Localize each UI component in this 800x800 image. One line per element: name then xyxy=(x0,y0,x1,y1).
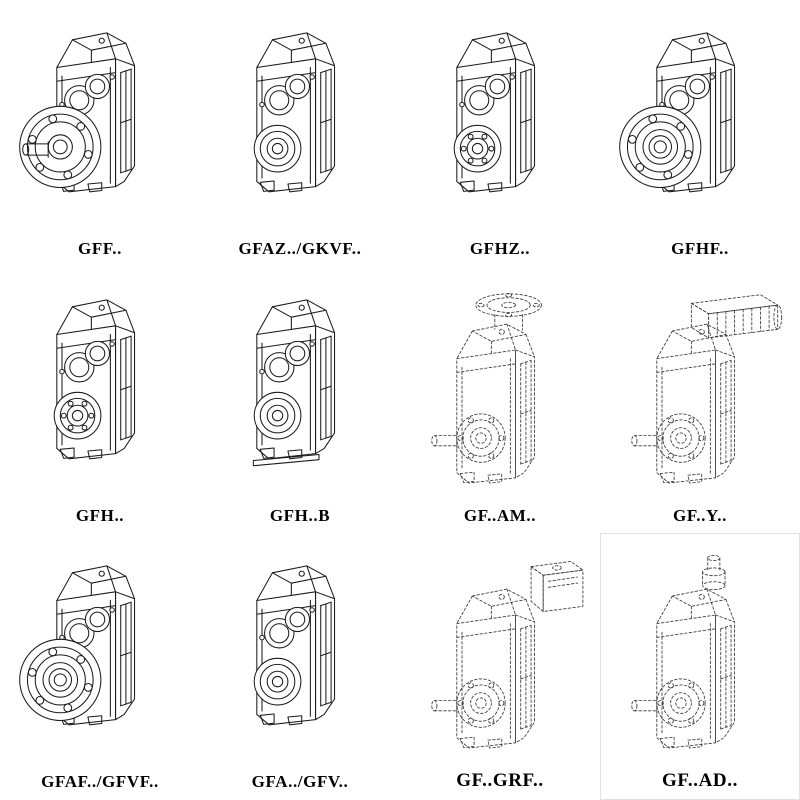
gearbox-drawing-gff xyxy=(2,4,198,238)
model-label: GF..AM.. xyxy=(463,505,537,525)
gearbox-drawing-gf-ad xyxy=(602,537,798,769)
catalog-cell-gf-am: GF..AM.. xyxy=(400,267,600,534)
catalog-cell-gfa-gfv: GFA../GFV.. xyxy=(200,533,400,800)
model-label: GFH.. xyxy=(75,505,125,525)
gearbox-drawing-gfhf xyxy=(602,4,798,238)
gearbox-drawing-gf-am xyxy=(402,271,598,505)
catalog-cell-gfhz: GFHZ.. xyxy=(400,0,600,267)
model-label: GF..AD.. xyxy=(662,770,738,792)
catalog-cell-gf-ad: GF..AD.. xyxy=(600,533,800,800)
catalog-cell-gfaf-gfvf: GFAF../GFVF.. xyxy=(0,533,200,800)
catalog-cell-gff: GFF.. xyxy=(0,0,200,267)
gearbox-drawing-gfh-b xyxy=(202,271,398,505)
catalog-cell-gfh-b: GFH..B xyxy=(200,267,400,534)
model-label: GFF.. xyxy=(78,238,122,258)
gearbox-drawing-gfaf xyxy=(2,537,198,771)
model-label: GFAF../GFVF.. xyxy=(41,772,159,792)
model-label: GFHZ.. xyxy=(469,238,531,258)
catalog-cell-gfh: GFH.. xyxy=(0,267,200,534)
gearbox-drawing-gfaz xyxy=(202,4,398,238)
model-label: GF..Y.. xyxy=(673,505,727,525)
model-label: GFAZ../GKVF.. xyxy=(238,238,362,258)
catalog-cell-gf-y: GF..Y.. xyxy=(600,267,800,534)
gearbox-drawing-gfh xyxy=(2,271,198,505)
model-label: GF..GRF.. xyxy=(456,770,544,792)
catalog-cell-gfaz-gkvf: GFAZ../GKVF.. xyxy=(200,0,400,267)
model-label: GFA../GFV.. xyxy=(251,772,349,792)
model-label: GFH..B xyxy=(269,505,331,525)
catalog-cell-gf-grf: GF..GRF.. xyxy=(400,533,600,800)
gearbox-drawing-gf-grf xyxy=(402,537,598,769)
gearbox-drawing-gf-y xyxy=(602,271,798,505)
catalog-cell-gfhf: GFHF.. xyxy=(600,0,800,267)
model-label: GFHF.. xyxy=(671,238,729,258)
gearbox-drawing-gfa xyxy=(202,537,398,771)
gearbox-drawing-gfhz xyxy=(402,4,598,238)
